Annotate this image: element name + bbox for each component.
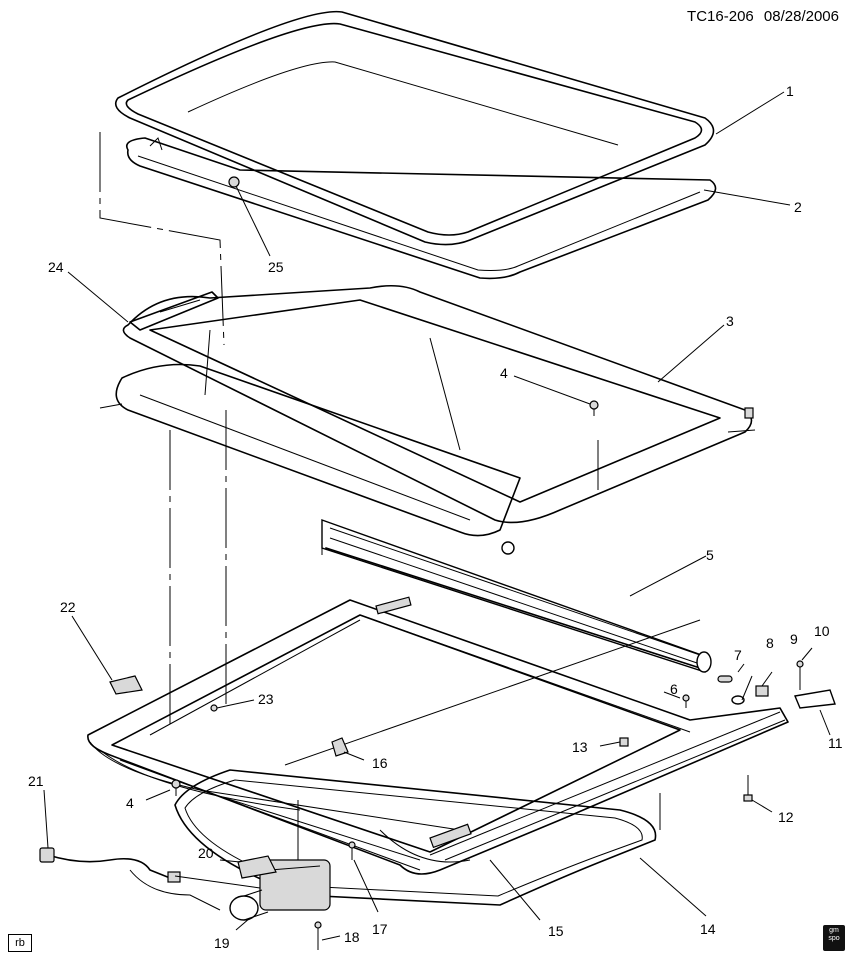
callout-25: 25 [268,259,284,275]
callout-22: 22 [60,599,76,615]
callout-13: 13 [572,739,588,755]
part-2-glass-panel [126,137,717,280]
callout-24: 24 [48,259,64,275]
callout-4-upper: 4 [500,365,508,381]
callout-2: 2 [794,199,802,215]
drawing-header: TC16-206 08/28/2006 [681,8,839,25]
callout-21: 21 [28,773,44,789]
part-19-sunroof-motor [229,859,331,921]
callout-17: 17 [372,921,388,937]
callout-14: 14 [700,921,716,937]
callout-7: 7 [734,647,742,663]
part-15-lower-frame [87,596,789,875]
callout-11: 11 [828,735,843,751]
callout-19: 19 [214,935,230,951]
callout-18: 18 [344,929,360,945]
callout-6: 6 [670,681,678,697]
callout-20: 20 [198,845,214,861]
part-24-wind-deflector [129,291,219,331]
callout-9: 9 [790,631,798,647]
part-22-bracket [109,675,143,695]
logo-line-2: spo [828,935,840,942]
part-5-sunshade [321,519,712,673]
callout-labels: 1 2 25 24 3 4 5 22 7 8 9 10 6 23 11 13 1… [28,83,843,951]
drafter-initials: rb [8,934,32,952]
leader-lines [43,91,831,941]
alignment-lines [99,132,661,860]
callout-5: 5 [706,547,714,563]
callout-4-lower: 4 [126,795,134,811]
callout-10: 10 [814,623,830,639]
part-21-wiring-harness [39,847,261,911]
part-20-motor-cover [237,855,277,879]
gm-spo-logo: gm spo [823,925,845,951]
callout-3: 3 [726,313,734,329]
part-1-glass-seal [114,10,715,246]
callout-23: 23 [258,691,274,707]
fasteners [171,400,836,950]
callout-15: 15 [548,923,564,939]
callout-12: 12 [778,809,794,825]
drawing-date: 08/28/2006 [763,8,839,25]
part-16-clip [331,737,349,757]
part-3-sunroof-frame [99,284,756,555]
callout-1: 1 [786,83,794,99]
callout-8: 8 [766,635,774,651]
callout-16: 16 [372,755,388,771]
drawing-code: TC16-206 [687,8,754,25]
logo-line-1: gm [829,927,839,934]
